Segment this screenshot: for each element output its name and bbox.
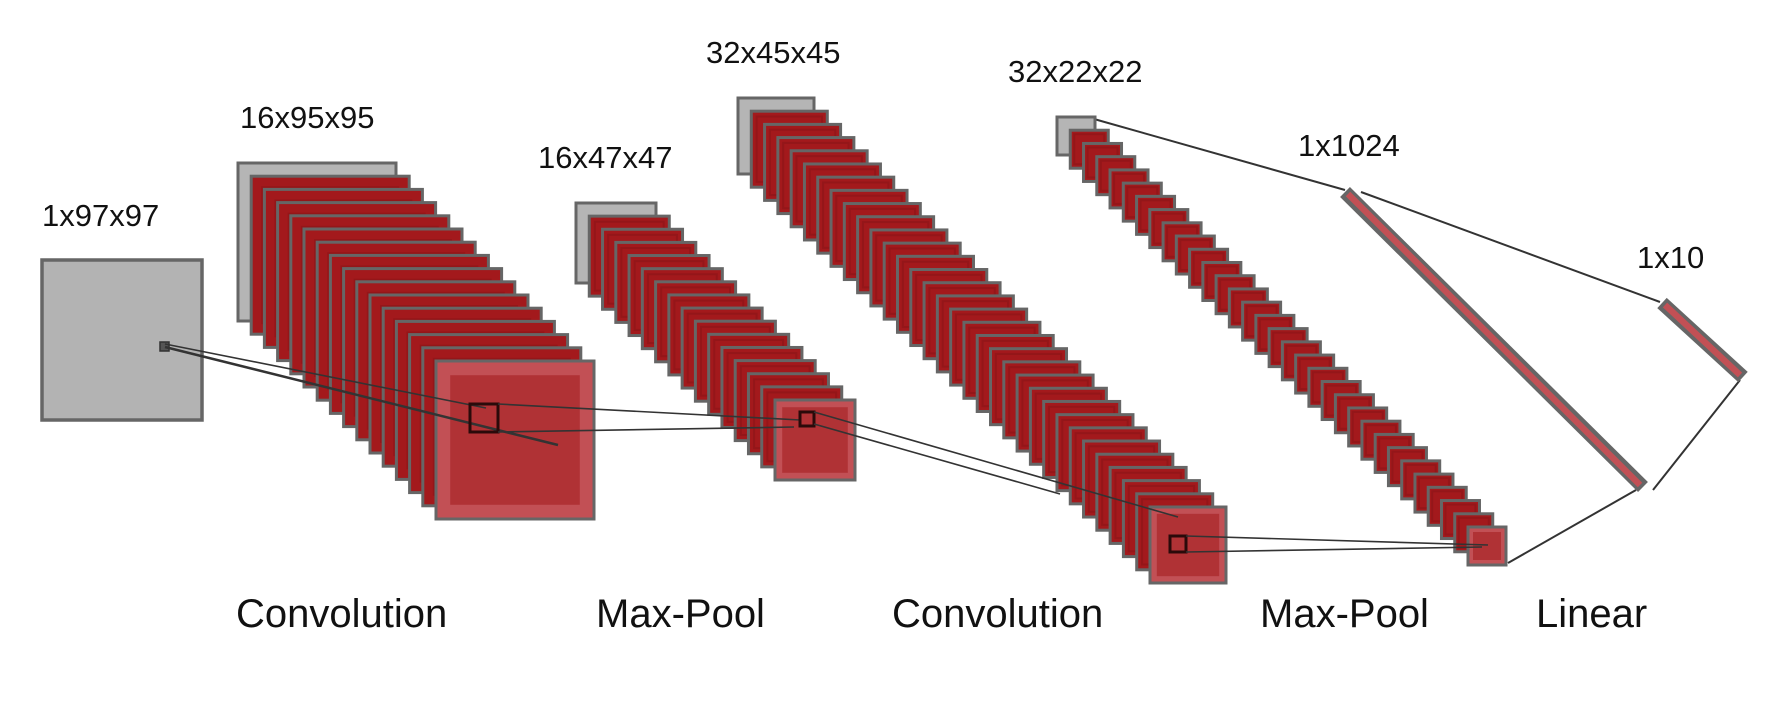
conv1-last-inner	[450, 375, 580, 505]
link-pool1-conv2-b	[813, 423, 1061, 495]
fc-bar-1x1024	[1340, 187, 1648, 492]
pool2-last-inner	[1473, 532, 1501, 560]
label-input: 1x97x97	[42, 198, 159, 233]
stack-conv1	[236, 161, 596, 521]
conv2-window-marker	[1168, 534, 1188, 554]
stack-pool1	[574, 201, 857, 482]
input-slice-1	[40, 258, 204, 422]
conv2-last-inner	[1156, 513, 1220, 577]
stack-conv2	[736, 96, 1228, 585]
op-convolution-2: Convolution	[892, 592, 1103, 636]
link-fc1-top-fc2	[1360, 191, 1661, 303]
link-conv1-pool1-a	[497, 403, 801, 421]
label-conv1: 16x95x95	[240, 100, 374, 135]
fc-bar-1x10-inner	[1662, 302, 1743, 378]
label-fc2: 1x10	[1637, 240, 1704, 275]
stack-pool2	[1055, 115, 1508, 567]
link-fc1-bottom-fc2	[1652, 379, 1741, 491]
op-max-pool-1: Max-Pool	[596, 592, 765, 636]
fc-bar-1x1024-inner	[1345, 191, 1643, 488]
pool1-window-marker	[798, 410, 816, 428]
labels: 1x97x97 16x95x95 16x47x47 32x45x45 32x22…	[42, 35, 1704, 636]
connectors	[1093, 118, 1741, 564]
feature-map-stacks	[40, 96, 1748, 585]
label-pool2: 32x22x22	[1008, 54, 1142, 89]
link-conv2-pool2-b	[1185, 546, 1483, 553]
link-pool1-conv2-a	[813, 411, 1179, 518]
link-pool2-bottom-fc1	[1507, 489, 1637, 564]
link-input-kernel-b	[164, 343, 487, 409]
fc-bar-1x10	[1657, 297, 1748, 383]
label-fc1: 1x1024	[1298, 128, 1400, 163]
op-max-pool-2: Max-Pool	[1260, 592, 1429, 636]
op-convolution-1: Convolution	[236, 592, 447, 636]
op-linear: Linear	[1536, 592, 1647, 636]
link-pool2-top-fc1	[1093, 118, 1346, 191]
label-conv2: 32x45x45	[706, 35, 840, 70]
input-kernel-marker	[159, 341, 170, 352]
conv1-window-marker	[468, 402, 500, 434]
overlay-connectors	[159, 341, 1489, 554]
stack-input	[40, 258, 204, 422]
link-conv2-pool2-a	[1185, 535, 1489, 546]
link-input-kernel-a	[164, 345, 559, 447]
label-pool1: 16x47x47	[538, 140, 672, 175]
link-conv1-pool1-b	[497, 426, 795, 433]
